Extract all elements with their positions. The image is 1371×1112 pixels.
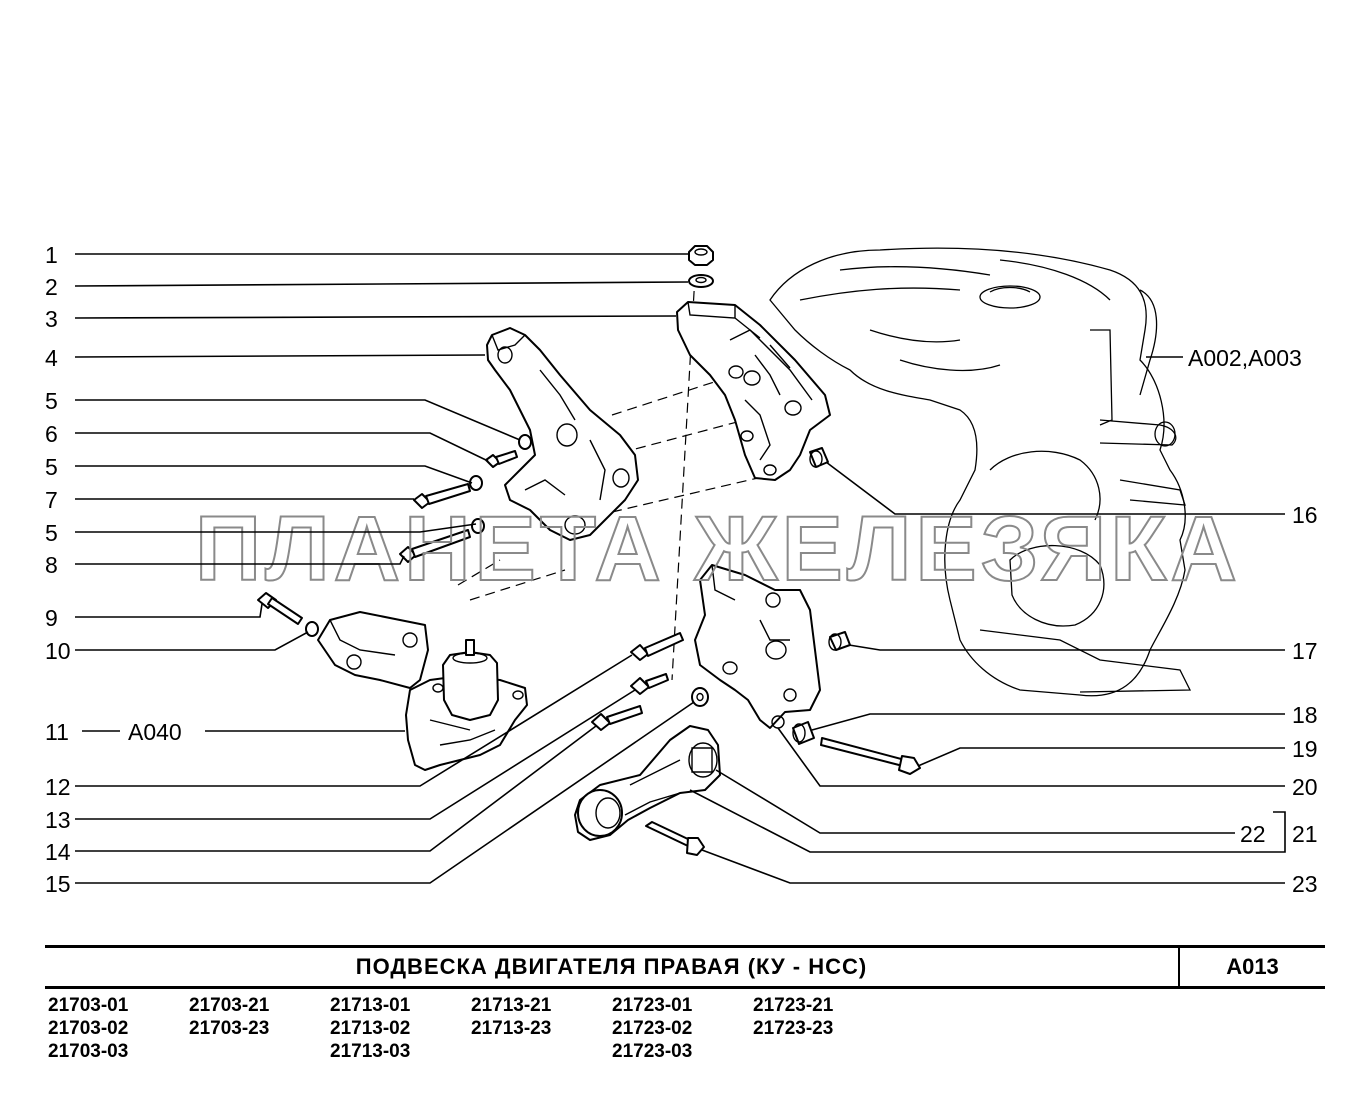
model-code: 21713-21 bbox=[471, 995, 552, 1016]
torque-rod-part-21 bbox=[574, 725, 721, 841]
leader-lines-left bbox=[74, 253, 695, 884]
model-code: 21723-23 bbox=[753, 1018, 834, 1039]
bolt-part-7 bbox=[413, 483, 471, 509]
bolt-part-23 bbox=[645, 821, 705, 856]
bracket-part-4 bbox=[486, 327, 639, 541]
model-column: 21723-01 21723-02 21723-03 bbox=[612, 994, 752, 1063]
model-code: 21723-21 bbox=[753, 995, 834, 1016]
model-column: 21703-01 21703-02 21703-03 bbox=[48, 994, 188, 1063]
model-code: 21723-01 bbox=[612, 995, 693, 1016]
model-code: 21723-03 bbox=[612, 1041, 693, 1062]
bolt-part-14 bbox=[591, 705, 643, 731]
callout-6: 6 bbox=[45, 421, 58, 447]
callout-13: 13 bbox=[45, 807, 71, 833]
mount-part-11 bbox=[405, 639, 528, 771]
bracket-part-20 bbox=[694, 564, 821, 729]
model-code: 21713-23 bbox=[471, 1018, 552, 1039]
model-code: 21703-01 bbox=[48, 995, 129, 1016]
sleeve-part-18 bbox=[792, 721, 815, 745]
model-code: 21703-21 bbox=[189, 995, 270, 1016]
washer-part-15 bbox=[691, 687, 709, 707]
washer-part-10 bbox=[305, 621, 319, 637]
sleeve-part-17 bbox=[828, 631, 851, 651]
callout-5a: 5 bbox=[45, 388, 58, 414]
callout-2: 2 bbox=[45, 274, 58, 300]
callout-19: 19 bbox=[1292, 736, 1318, 762]
bolt-part-6 bbox=[485, 450, 518, 468]
bracket-part-3 bbox=[676, 301, 831, 481]
washer-part-2 bbox=[688, 274, 714, 288]
callout-21: 21 bbox=[1292, 821, 1318, 847]
model-code: 21713-03 bbox=[330, 1041, 411, 1062]
callout-5b: 5 bbox=[45, 454, 58, 480]
sheet-title: ПОДВЕСКА ДВИГАТЕЛЯ ПРАВАЯ (КУ - НСС) bbox=[355, 954, 868, 979]
callout-23: 23 bbox=[1292, 871, 1318, 897]
model-column: 21723-21 21723-23 bbox=[753, 994, 893, 1040]
model-column: 21703-21 21703-23 bbox=[189, 994, 329, 1040]
model-column: 21713-01 21713-02 21713-03 bbox=[330, 994, 470, 1063]
model-column: 21713-21 21713-23 bbox=[471, 994, 611, 1040]
bolt-part-8 bbox=[399, 529, 471, 563]
callout-9: 9 bbox=[45, 605, 58, 631]
callouts-left: 1 2 3 4 5 6 5 7 5 8 9 10 11 12 13 14 15 … bbox=[45, 242, 182, 897]
model-code: 21713-02 bbox=[330, 1018, 411, 1039]
ref-mount: A040 bbox=[128, 719, 182, 745]
sleeve-part-16 bbox=[809, 447, 829, 468]
mount-plate bbox=[317, 611, 429, 689]
callout-14: 14 bbox=[45, 839, 71, 865]
leader-lines-right bbox=[689, 356, 1286, 884]
callout-15: 15 bbox=[45, 871, 71, 897]
bolt-part-12 bbox=[630, 632, 684, 661]
sheet-code: A013 bbox=[1226, 954, 1279, 979]
callout-7: 7 bbox=[45, 487, 58, 513]
engine-outline bbox=[769, 247, 1192, 697]
model-list: 21703-01 21703-02 21703-03 21703-21 2170… bbox=[48, 994, 948, 1064]
callout-3: 3 bbox=[45, 306, 58, 332]
title-divider bbox=[1178, 948, 1180, 986]
callout-18: 18 bbox=[1292, 702, 1318, 728]
model-code: 21713-01 bbox=[330, 995, 411, 1016]
title-block: ПОДВЕСКА ДВИГАТЕЛЯ ПРАВАЯ (КУ - НСС) A01… bbox=[45, 945, 1325, 989]
callout-12: 12 bbox=[45, 774, 71, 800]
callout-5c: 5 bbox=[45, 520, 58, 546]
callout-17: 17 bbox=[1292, 638, 1318, 664]
callout-22: 22 bbox=[1240, 821, 1266, 847]
callouts-right: A002,A003 16 17 18 19 20 22 21 23 bbox=[1188, 345, 1318, 897]
model-code: 21703-02 bbox=[48, 1018, 129, 1039]
callout-10: 10 bbox=[45, 638, 71, 664]
bolt-part-19 bbox=[820, 737, 921, 775]
callout-11: 11 bbox=[45, 719, 69, 745]
ref-engine: A002,A003 bbox=[1188, 345, 1302, 371]
model-code: 21703-03 bbox=[48, 1041, 129, 1062]
model-code: 21703-23 bbox=[189, 1018, 270, 1039]
callout-8: 8 bbox=[45, 552, 58, 578]
bolt-part-13 bbox=[630, 673, 669, 695]
model-code: 21723-02 bbox=[612, 1018, 693, 1039]
callout-20: 20 bbox=[1292, 774, 1318, 800]
bolt-part-9 bbox=[257, 592, 303, 625]
callout-4: 4 bbox=[45, 345, 58, 371]
nut-part-1 bbox=[688, 245, 714, 266]
callout-1: 1 bbox=[45, 242, 58, 268]
callout-16: 16 bbox=[1292, 502, 1318, 528]
